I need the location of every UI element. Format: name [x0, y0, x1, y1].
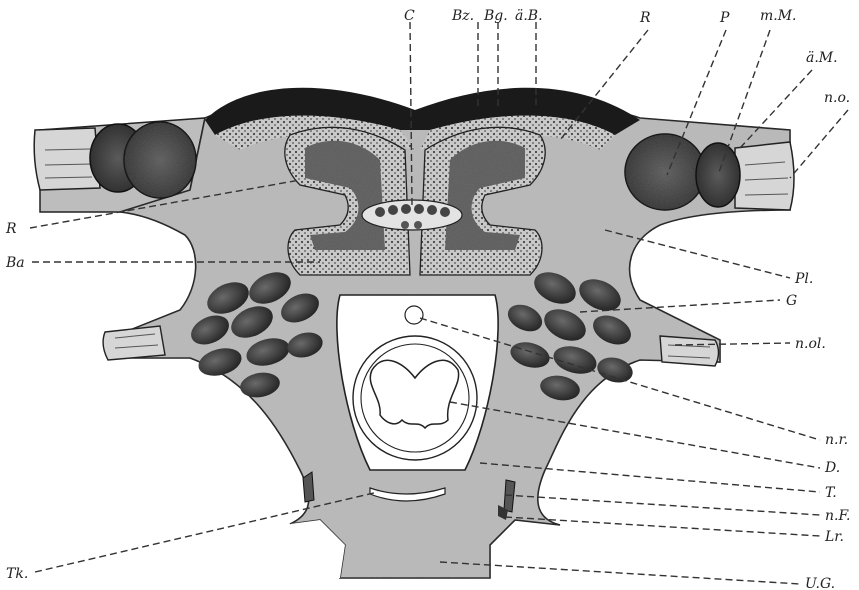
label-nr: n.r. [825, 432, 848, 448]
label-aM: ä.M. [806, 50, 838, 66]
label-R-left: R [5, 221, 17, 237]
nerve-nol-left [103, 326, 165, 360]
label-Pl: Pl. [794, 271, 813, 287]
label-Lr: Lr. [824, 529, 844, 545]
label-aB: ä.B. [515, 8, 543, 24]
label-UG: U.G. [805, 576, 835, 590]
label-mM: m.M. [760, 8, 797, 24]
label-Bg: Bg. [483, 8, 508, 24]
sphere-right-pair [625, 134, 740, 210]
label-G: G [786, 293, 797, 309]
label-Tk: Tk. [6, 566, 28, 582]
label-Bz: Bz. [451, 8, 474, 24]
label-R-top: R [639, 10, 651, 26]
label-T: T. [825, 485, 837, 501]
label-nol: n.ol. [795, 336, 826, 352]
nerve-nol-right [660, 336, 719, 366]
nerve-no-right [735, 142, 794, 210]
label-nF: n.F. [825, 508, 850, 524]
central-section-D [337, 295, 498, 470]
sphere-left-pair [90, 122, 196, 198]
label-no: n.o. [824, 90, 850, 106]
label-P: P [719, 10, 730, 26]
label-C: C [404, 8, 415, 24]
label-D: D. [824, 460, 840, 476]
hook-left [303, 472, 314, 502]
label-Ba: Ba [5, 255, 25, 271]
